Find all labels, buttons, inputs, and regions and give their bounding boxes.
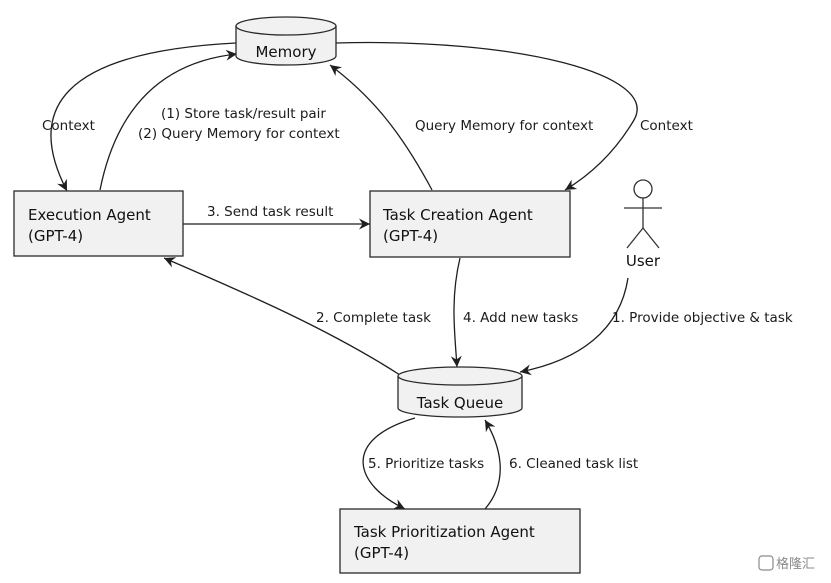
edge-prioritization-to-queue bbox=[484, 419, 501, 510]
edge-creation-to-queue bbox=[450, 257, 462, 368]
execution-agent-model: (GPT-4) bbox=[28, 227, 83, 245]
edge-user-to-queue bbox=[519, 277, 629, 376]
edge-label-complete-task: 2. Complete task bbox=[316, 310, 431, 326]
edge-execution-to-memory bbox=[99, 49, 238, 191]
memory-node: Memory bbox=[235, 16, 337, 66]
edge-label-context-left: Context bbox=[42, 118, 95, 134]
edge-creation-to-memory bbox=[329, 64, 433, 191]
edge-queue-to-execution bbox=[163, 257, 401, 376]
edge-memory-to-creation bbox=[335, 41, 638, 191]
edge-label-store-pair: (1) Store task/result pair bbox=[161, 106, 326, 122]
task-prioritization-agent-model: (GPT-4) bbox=[354, 544, 409, 562]
user-label: User bbox=[626, 252, 661, 270]
edge-memory-to-execution bbox=[50, 42, 237, 192]
user-icon bbox=[633, 179, 653, 199]
edge-label-add-tasks: 4. Add new tasks bbox=[463, 310, 578, 326]
edge-label-provide-objective: 1. Provide objective & task bbox=[612, 310, 793, 326]
user-actor: User bbox=[624, 179, 662, 270]
edge-label-creation-query: Query Memory for context bbox=[415, 118, 593, 134]
edge-queue-to-prioritization bbox=[362, 417, 416, 510]
watermark-text: 格隆汇 bbox=[776, 556, 815, 572]
edge-label-send-result: 3. Send task result bbox=[207, 204, 333, 220]
task-prioritization-agent-title: Task Prioritization Agent bbox=[353, 523, 535, 541]
execution-agent-title: Execution Agent bbox=[28, 206, 151, 224]
edge-label-cleaned-list: 6. Cleaned task list bbox=[509, 456, 638, 472]
task-queue-node: Task Queue bbox=[397, 366, 523, 418]
edge-label-prioritize: 5. Prioritize tasks bbox=[368, 456, 484, 472]
task-creation-agent-node: Task Creation Agent (GPT-4) bbox=[369, 190, 571, 258]
task-queue-label: Task Queue bbox=[416, 394, 503, 412]
memory-label: Memory bbox=[255, 43, 316, 61]
watermark: 格隆汇 bbox=[758, 555, 815, 572]
task-prioritization-agent-node: Task Prioritization Agent (GPT-4) bbox=[339, 508, 581, 574]
watermark-logo-icon bbox=[758, 555, 774, 571]
task-creation-agent-title: Task Creation Agent bbox=[382, 206, 533, 224]
edge-label-context-right: Context bbox=[640, 118, 693, 134]
edge-label-query-memory: (2) Query Memory for context bbox=[138, 126, 340, 142]
task-creation-agent-model: (GPT-4) bbox=[383, 227, 438, 245]
execution-agent-node: Execution Agent (GPT-4) bbox=[13, 190, 184, 257]
